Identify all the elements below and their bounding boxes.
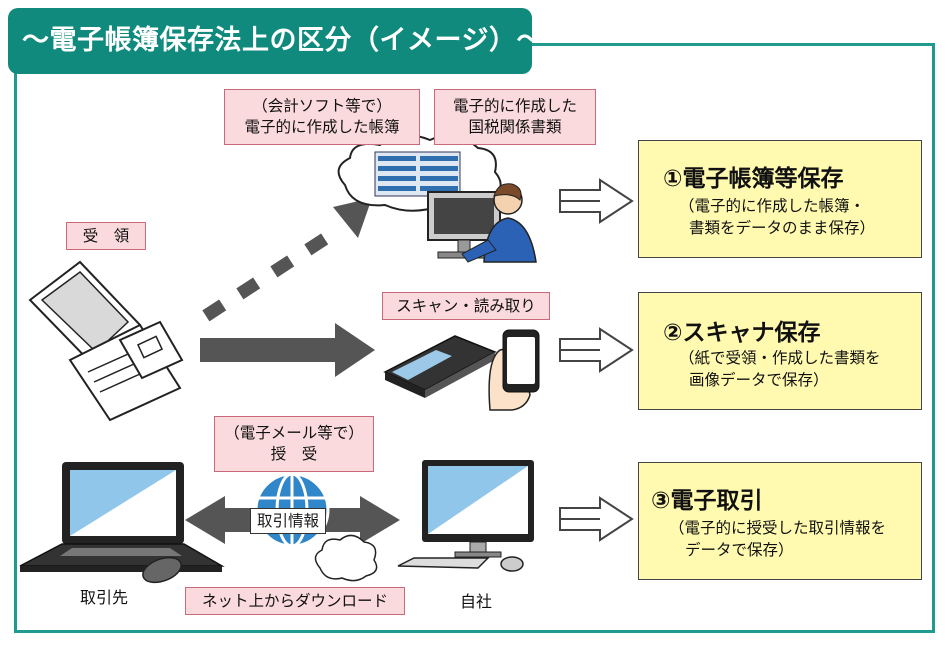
scan-arrow xyxy=(200,323,375,377)
cloud-icon xyxy=(314,534,378,582)
smartphone-icon xyxy=(488,329,540,411)
upload-dashed-arrow xyxy=(202,198,372,322)
category-heading: ①電子帳簿等保存 xyxy=(663,166,844,192)
partner-label: 取引先 xyxy=(80,588,129,607)
mouse-icon xyxy=(142,556,182,584)
accounting-software-label: （会計ソフト等で） 電子的に作成した帳簿 xyxy=(224,89,420,145)
category-scanner-storage: ②スキャナ保存 （紙で受領・作成した書類を 画像データで保存） xyxy=(638,292,922,410)
receive-label: 受 領 xyxy=(66,222,146,250)
document-stack-icon xyxy=(28,260,184,422)
result-arrows xyxy=(559,178,634,542)
category-electronic-transactions: ③電子取引 （電子的に授受した取引情報を データで保存） xyxy=(638,462,922,580)
category-desc-line1: （電子的に授受した取引情報を xyxy=(669,519,887,537)
desktop-monitor-icon xyxy=(397,460,534,572)
transaction-info-label: 取引情報 xyxy=(250,508,327,534)
category-heading: ③電子取引 xyxy=(651,488,763,514)
office-worker-icon xyxy=(427,183,537,263)
category-desc-line1: （電子的に作成した帳簿・ xyxy=(679,197,866,215)
download-label: ネット上からダウンロード xyxy=(185,587,405,615)
category-desc-line2: データで保存） xyxy=(685,541,794,559)
email-exchange-label: （電子メール等で） 授 受 xyxy=(214,416,374,472)
tax-documents-label: 電子的に作成した 国税関係書類 xyxy=(434,89,596,145)
category-desc-line2: 画像データで保存） xyxy=(689,371,829,389)
category-heading: ②スキャナ保存 xyxy=(663,320,821,346)
own-company-label: 自社 xyxy=(460,592,493,611)
category-desc-line1: （紙で受領・作成した書類を xyxy=(679,349,881,367)
scan-label: スキャン・読み取り xyxy=(382,292,550,320)
category-desc-line2: 書類をデータのまま保存） xyxy=(689,219,876,237)
category-electronic-books: ①電子帳簿等保存 （電子的に作成した帳簿・ 書類をデータのまま保存） xyxy=(638,140,922,258)
cloud-server-icon xyxy=(337,134,502,212)
scanner-icon xyxy=(383,335,497,398)
page-title: ～電子帳簿保存法上の区分（イメージ）～ xyxy=(8,8,543,74)
